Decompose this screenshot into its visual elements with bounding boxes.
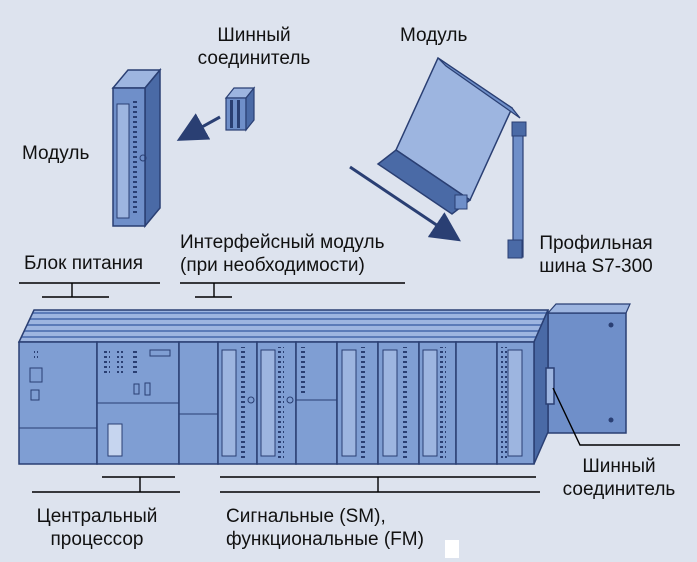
power-supply-module (18, 341, 98, 465)
label-interface-module-line2: (при необходимости) (180, 255, 365, 276)
label-cpu: Центральный процессор (22, 505, 172, 551)
label-bus-connector-bottom-line1: Шинный (582, 456, 656, 477)
label-signal-modules-line2: функциональные (FM) (226, 529, 424, 550)
profile-rail-side (507, 121, 527, 259)
label-signal-modules-line1: Сигнальные (SM), (226, 506, 386, 527)
signal-modules (217, 341, 535, 465)
blank-mark (445, 540, 459, 558)
label-profile-rail: Профильная шина S7-300 (532, 232, 660, 278)
arrow-down-right-icon (349, 165, 461, 242)
label-signal-modules: Сигнальные (SM), функциональные (FM) (226, 505, 424, 551)
rack-assembly (17, 303, 631, 465)
label-module-right: Модуль (400, 25, 468, 46)
label-bus-connector-top-line2: соединитель (197, 48, 311, 69)
standalone-module (111, 67, 162, 229)
label-cpu-line1: Центральный (36, 506, 158, 527)
arrow-left-icon (176, 113, 221, 141)
bus-connector-part (224, 86, 256, 132)
tilted-module (376, 56, 521, 215)
label-cpu-line2: процессор (50, 529, 144, 550)
interface-module (178, 341, 219, 465)
label-bus-connector-bottom-line2: соединитель (562, 479, 676, 500)
label-interface-module-line1: Интерфейсный модуль (180, 232, 385, 253)
label-interface-module: Интерфейсный модуль (при необходимости) (180, 231, 385, 277)
label-profile-rail-line2: шина S7-300 (539, 256, 653, 277)
label-bus-connector-bottom: Шинный соединитель (552, 455, 686, 501)
label-bus-connector-top-line1: Шинный (217, 25, 291, 46)
leader-lines (19, 282, 680, 493)
label-profile-rail-line1: Профильная (539, 233, 653, 254)
bus-connector-right (545, 367, 555, 405)
label-module-left: Модуль (22, 143, 90, 164)
label-bus-connector-top: Шинный соединитель (190, 24, 318, 70)
label-power-supply: Блок питания (24, 253, 144, 274)
